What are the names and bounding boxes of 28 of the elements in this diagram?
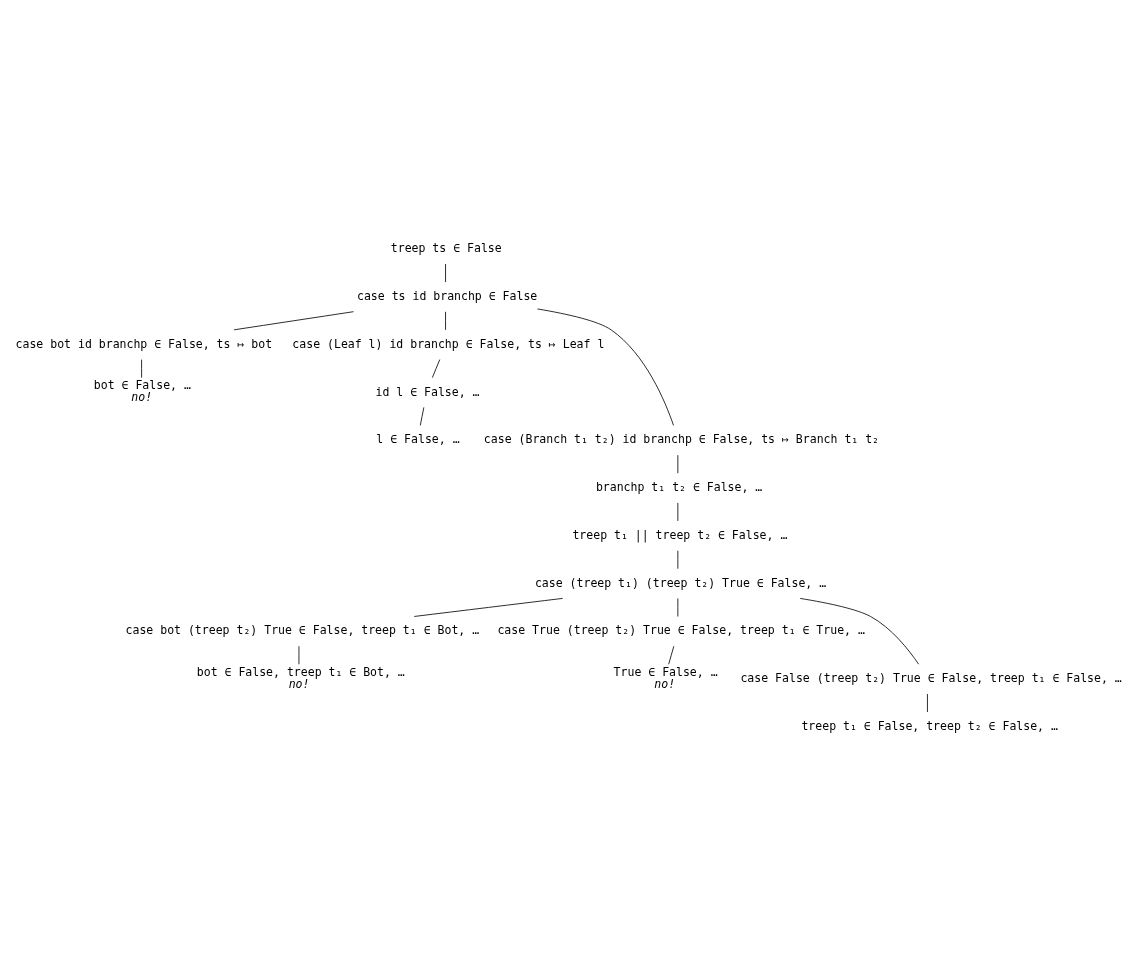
connector — [927, 693, 928, 713]
connector — [537, 308, 674, 426]
connector — [233, 311, 354, 331]
connector — [799, 598, 920, 665]
connector — [413, 598, 564, 617]
connector — [419, 406, 425, 426]
connector — [141, 359, 142, 379]
node-text: case ts id branchp ∈ False — [357, 288, 538, 303]
connector — [445, 311, 446, 331]
node-text: id l ∈ False, … — [375, 384, 480, 399]
node-text: case bot id branchp ∈ False, ts ↦ bot — [15, 336, 273, 351]
node-text: treep t₁ || treep t₂ ∈ False, … — [572, 527, 788, 542]
node-text: bot ∈ False, treep t₁ ∈ Bot, … no! — [196, 664, 405, 691]
node-text: l ∈ False, … — [376, 432, 460, 447]
connector — [431, 359, 441, 379]
node-text: case False (treep t₂) True ∈ False, treep t₁ ∈ False, … — [740, 671, 1122, 686]
node-text: case True (treep t₂) True ∈ False, treep t₁ ∈ True, … — [497, 623, 865, 638]
node-text: True ∈ False, … no! — [613, 664, 718, 691]
connector — [668, 645, 675, 665]
node-text: treep ts ∈ False — [390, 241, 502, 256]
connector — [445, 263, 446, 283]
node-text: bot ∈ False, … no! — [93, 378, 191, 404]
node-text: case bot (treep t₂) True ∈ False, treep t₁ ∈ Bot, … — [125, 623, 480, 638]
node-text: case (Branch t₁ t₂) id branchp ∈ False, ts ↦ Branch t₁ t₂ — [483, 432, 880, 447]
node-text: branchp t₁ t₂ ∈ False, … — [595, 480, 763, 495]
node-text: case (treep t₁) (treep t₂) True ∈ False, … — [534, 575, 827, 590]
node-text: treep t₁ ∈ False, treep t₂ ∈ False, … — [801, 718, 1058, 733]
node-text: case (Leaf l) id branchp ∈ False, ts ↦ Leaf l — [292, 336, 605, 351]
